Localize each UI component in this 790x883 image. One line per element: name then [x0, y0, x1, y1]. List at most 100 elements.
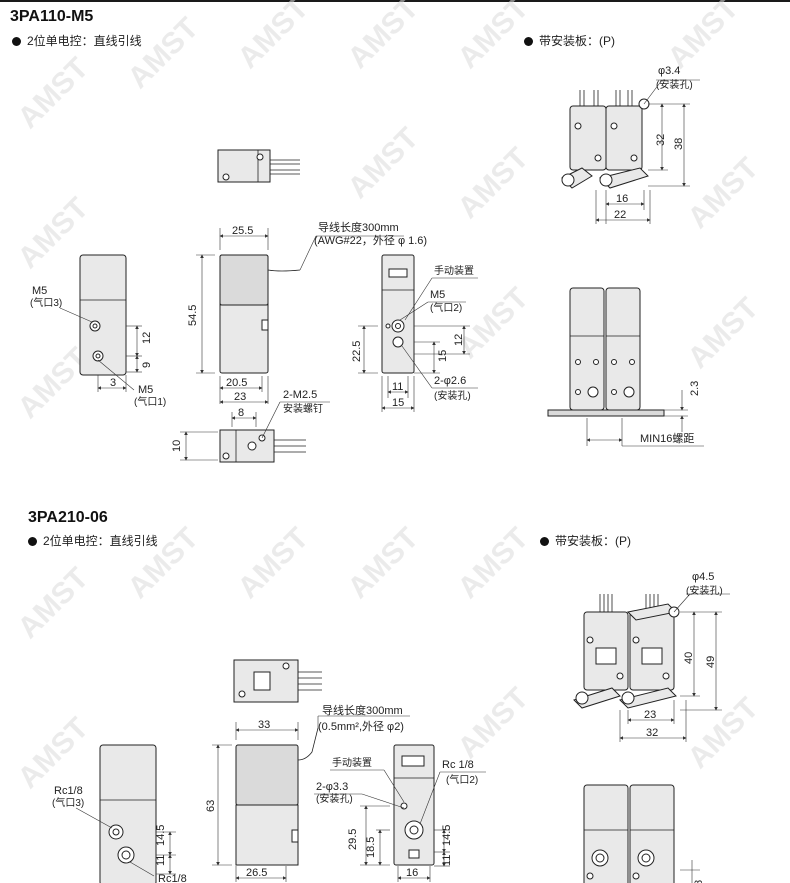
watermark: AMST [452, 522, 535, 605]
section1-subtitle: 2位单电控：直线引线 [12, 32, 142, 49]
watermark: AMST [122, 522, 205, 605]
dim-15: 15 [392, 397, 404, 409]
s1-bottom-view: 8 10 2-M2.5 安装螺钉 [171, 389, 330, 463]
watermark: AMST [342, 522, 425, 605]
dim-23: 23 [644, 709, 656, 721]
watermark: AMST [662, 0, 745, 75]
watermark: AMST [232, 0, 315, 75]
s1-front-view: 25.5 54.5 20.5 23 导线长度300mm (AWG#22，外径 φ… [187, 220, 427, 404]
s2-front-view: 33 63 26.5 导线长度300mm (0.5mm²,外径 φ2) [205, 703, 410, 882]
port-label-1: (气口1) [134, 395, 166, 408]
dim-11: 11 [155, 855, 167, 866]
watermark: AMST [452, 142, 535, 225]
dim-9: 9 [141, 362, 153, 368]
dim-11: 11 [441, 855, 453, 866]
dim-16: 16 [406, 867, 418, 879]
dim-10: 10 [171, 440, 183, 452]
dim-22: 22 [614, 209, 626, 221]
s1-top-view [217, 149, 300, 183]
section2-subtitle-text: 2位单电控：直线引线 [43, 534, 158, 548]
bullet-icon [540, 537, 549, 546]
dim-23: 23 [234, 391, 246, 403]
s1-left-view: 12 9 3 M5 (气口3) M5 (气口1) [30, 254, 166, 408]
manual-device-label: 手动装置 [434, 264, 474, 277]
s2-top-view [233, 659, 322, 703]
watermark: AMST [452, 682, 535, 765]
dim-54-5: 54.5 [187, 305, 199, 326]
watermark: AMST [682, 152, 765, 235]
screw-label: 2-M2.5 [283, 389, 317, 401]
s1-plate-top-view: φ3.4 (安装孔) 32 38 16 22 [561, 65, 700, 224]
wire-spec-label: (AWG#22，外径 φ 1.6) [314, 234, 427, 247]
dim-8: 8 [693, 880, 705, 883]
dim-14-5: 14.5 [155, 825, 167, 846]
s2-plate-top-view: φ4.5 (安装孔) 40 49 23 32 [573, 571, 730, 742]
wire-length-label: 导线长度300mm [318, 220, 399, 234]
dim-11: 11 [392, 381, 403, 393]
port-label-3: (气口3) [52, 796, 84, 809]
port-label-rc18: Rc1/8 [54, 785, 83, 797]
mount-hole-label-cn: (安装孔) [656, 78, 693, 91]
s1-plate-front-view: 2.3 MIN16螺距 [547, 287, 704, 447]
dim-32: 32 [655, 134, 667, 146]
dim-12: 12 [141, 332, 153, 344]
min-pitch-label: MIN16螺距 [640, 432, 694, 445]
dim-12: 12 [453, 334, 465, 346]
screw-label-cn: 安装螺钉 [283, 402, 323, 415]
port-label-3: (气口3) [30, 296, 62, 309]
s2-left-view: 14.5 11 Rc1/8 (气口3) Rc1/8 [52, 744, 187, 883]
dim-8: 8 [238, 407, 244, 419]
dim-3: 3 [110, 377, 116, 389]
watermark: AMST [12, 562, 95, 645]
section2-subtitle: 2位单电控：直线引线 [28, 532, 158, 549]
dim-2-3: 2.3 [689, 381, 701, 396]
watermark: AMST [12, 712, 95, 795]
port-label-2: (气口2) [446, 773, 478, 786]
dim-33: 33 [258, 719, 270, 731]
dim-29-5: 29.5 [347, 829, 359, 850]
watermark: AMST [122, 12, 205, 95]
watermark: AMST [342, 0, 425, 75]
s1-right-view: 22.5 15 12 11 15 手动装置 M5 (气口2) 2-φ2.6 (安… [351, 254, 478, 412]
phi-4-5-label: φ4.5 [692, 571, 714, 583]
watermark: AMST [232, 522, 315, 605]
watermark: AMST [682, 692, 765, 775]
section1-subtitle-text: 2位单电控：直线引线 [27, 34, 142, 48]
mount-holes-label-cn: (安装孔) [316, 792, 353, 805]
phi-3-4-label: φ3.4 [658, 65, 680, 77]
dim-14-5: 14.5 [441, 825, 453, 846]
section2-plate-subtitle: 带安装板：(P) [540, 532, 631, 549]
port-label-rc18: Rc1/8 [158, 873, 187, 883]
section2-plate-subtitle-text: 带安装板：(P) [555, 534, 631, 548]
dim-26-5: 26.5 [246, 867, 267, 879]
dim-16: 16 [616, 193, 628, 205]
dim-49: 49 [705, 656, 717, 668]
port-label-m5: M5 [32, 285, 47, 297]
s2-plate-front-view: 8 [583, 784, 705, 883]
bullet-icon [524, 37, 533, 46]
bullet-icon [28, 537, 37, 546]
port-label-m5: M5 [138, 384, 153, 396]
watermark: AMST [12, 52, 95, 135]
dim-15: 15 [437, 350, 449, 362]
dim-32: 32 [646, 727, 658, 739]
port-label-m5: M5 [430, 289, 445, 301]
watermark: AMST [342, 122, 425, 205]
section2-model-title: 3PA210-06 [28, 509, 108, 526]
port-label-rc18: Rc 1/8 [442, 759, 474, 771]
mount-hole-label-cn: (安装孔) [686, 584, 723, 597]
watermark: AMST [452, 0, 535, 75]
manual-device-label: 手动装置 [332, 756, 372, 769]
wire-length-label: 导线长度300mm [322, 703, 403, 717]
watermark: AMST [682, 292, 765, 375]
top-rule [0, 0, 790, 2]
port-label-2: (气口2) [430, 301, 462, 314]
s2-right-view: 14.5 11 29.5 18.5 16 手动装置 2-φ3.3 (安装孔) R… [314, 744, 486, 882]
section1-plate-subtitle: 带安装板：(P) [524, 32, 615, 49]
bullet-icon [12, 37, 21, 46]
wire-spec-label: (0.5mm²,外径 φ2) [318, 720, 404, 733]
section1-plate-subtitle-text: 带安装板：(P) [539, 34, 615, 48]
dim-40: 40 [683, 652, 695, 664]
dim-18-5: 18.5 [365, 837, 377, 858]
